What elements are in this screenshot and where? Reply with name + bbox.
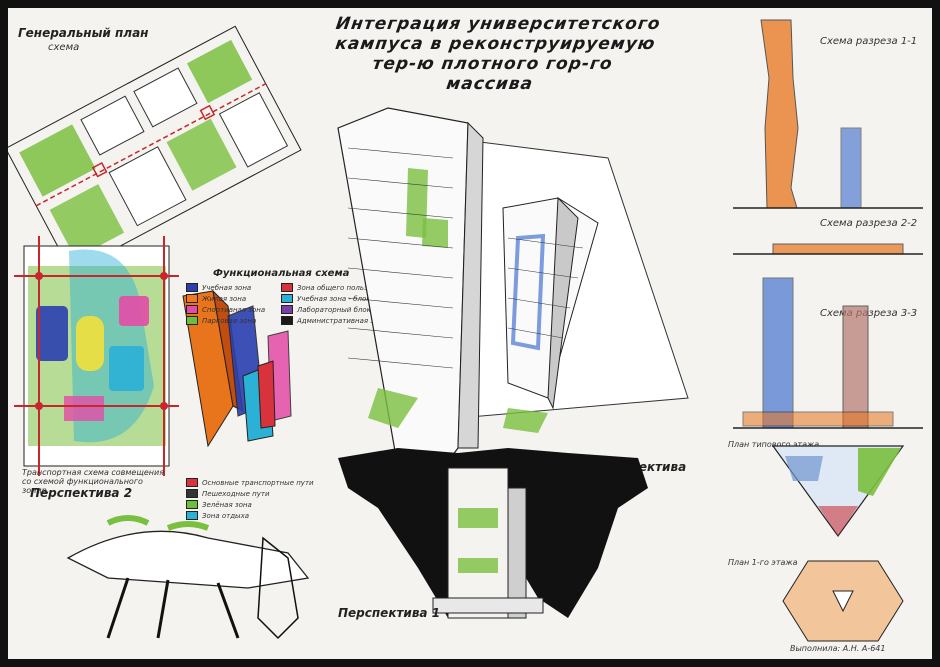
legend-item: Жилая зона [186,294,246,303]
legend-swatch [186,294,198,303]
legend-swatch [186,511,198,520]
section-2-drawing [733,243,923,255]
legend-item: Пешеходные пути [186,489,270,498]
poster-title: Интеграция университетского кампуса в ре… [298,14,689,94]
legend-item: Зона отдыха [186,511,249,520]
legend-swatch [186,489,198,498]
main-perspective-drawing [337,107,689,489]
title-line-2: кампуса в реконструируемую [334,34,657,54]
legend-label: Пешеходные пути [202,489,270,498]
legend-swatch [186,316,198,325]
legend-label: Зона отдыха [202,511,250,520]
legend-label: Парковая зона [202,316,257,325]
first-floor-plan-drawing [782,560,904,642]
first-floor-plan-title: План 1-го этажа [728,558,798,567]
perspective-2-title: Перспектива 2 [30,486,133,500]
master-plan-title: Генеральный план [18,26,149,40]
legend-label: Учебная зона [202,283,252,292]
section-1-drawing [733,19,923,209]
legend-item: Лабораторный блок [281,305,371,314]
legend-item: Административная зона [281,316,387,325]
legend-swatch [281,316,293,325]
legend-label: Спортивная зона [202,305,266,314]
legend-label: Жилая зона [202,294,247,303]
legend-swatch [281,283,293,292]
legend-item: Зона общего пользования [281,283,394,292]
legend-swatch [186,500,198,509]
section-3-drawing [733,277,923,429]
section-1-title: Схема разреза 1-1 [820,36,918,47]
legend-label: Лабораторный блок [297,305,371,314]
legend-label: Административная зона [297,316,388,325]
section-2-title: Схема разреза 2-2 [820,218,918,229]
legend-swatch [281,305,293,314]
legend-item: Основные транспортные пути [186,478,314,487]
legend-label: Зелёная зона [202,500,252,509]
legend-item: Парковая зона [186,316,256,325]
legend-swatch [186,478,198,487]
legend-label: Основные транспортные пути [202,478,314,487]
title-line-3: тер-ю плотного гор-го [371,54,615,74]
master-plan-subtitle: схема [48,42,80,53]
legend-swatch [186,305,198,314]
signature: Выполнила: А.Н. А-641 [790,644,886,653]
legend-swatch [281,294,293,303]
transport-scheme-caption: Транспортная схема совмещения со схемой … [22,468,165,495]
legend-item: Зелёная зона [186,500,252,509]
section-3-title: Схема разреза 3-3 [820,308,918,319]
legend-item: Учебная зона - блок [281,294,370,303]
perspective-1-title: Перспектива 1 [338,606,441,620]
perspective-2-drawing [66,515,310,640]
poster-board: Интеграция университетского кампуса в ре… [8,8,932,659]
legend-item: Спортивная зона [186,305,265,314]
title-line-1: Интеграция университетского [334,14,662,34]
transport-zoning-plan [14,236,179,476]
legend-item: Учебная зона [186,283,251,292]
functional-axonometric [182,289,292,448]
functional-scheme-title: Функциональная схема [213,268,350,279]
typical-floor-plan-drawing [771,445,905,538]
legend-label: Учебная зона - блок [297,294,371,303]
perspective-1-drawing [338,448,648,619]
master-plan-drawing [8,25,302,273]
legend-label: Зона общего пользования [297,283,394,292]
typical-floor-plan-title: План типового этажа [728,440,820,449]
legend-swatch [186,283,198,292]
